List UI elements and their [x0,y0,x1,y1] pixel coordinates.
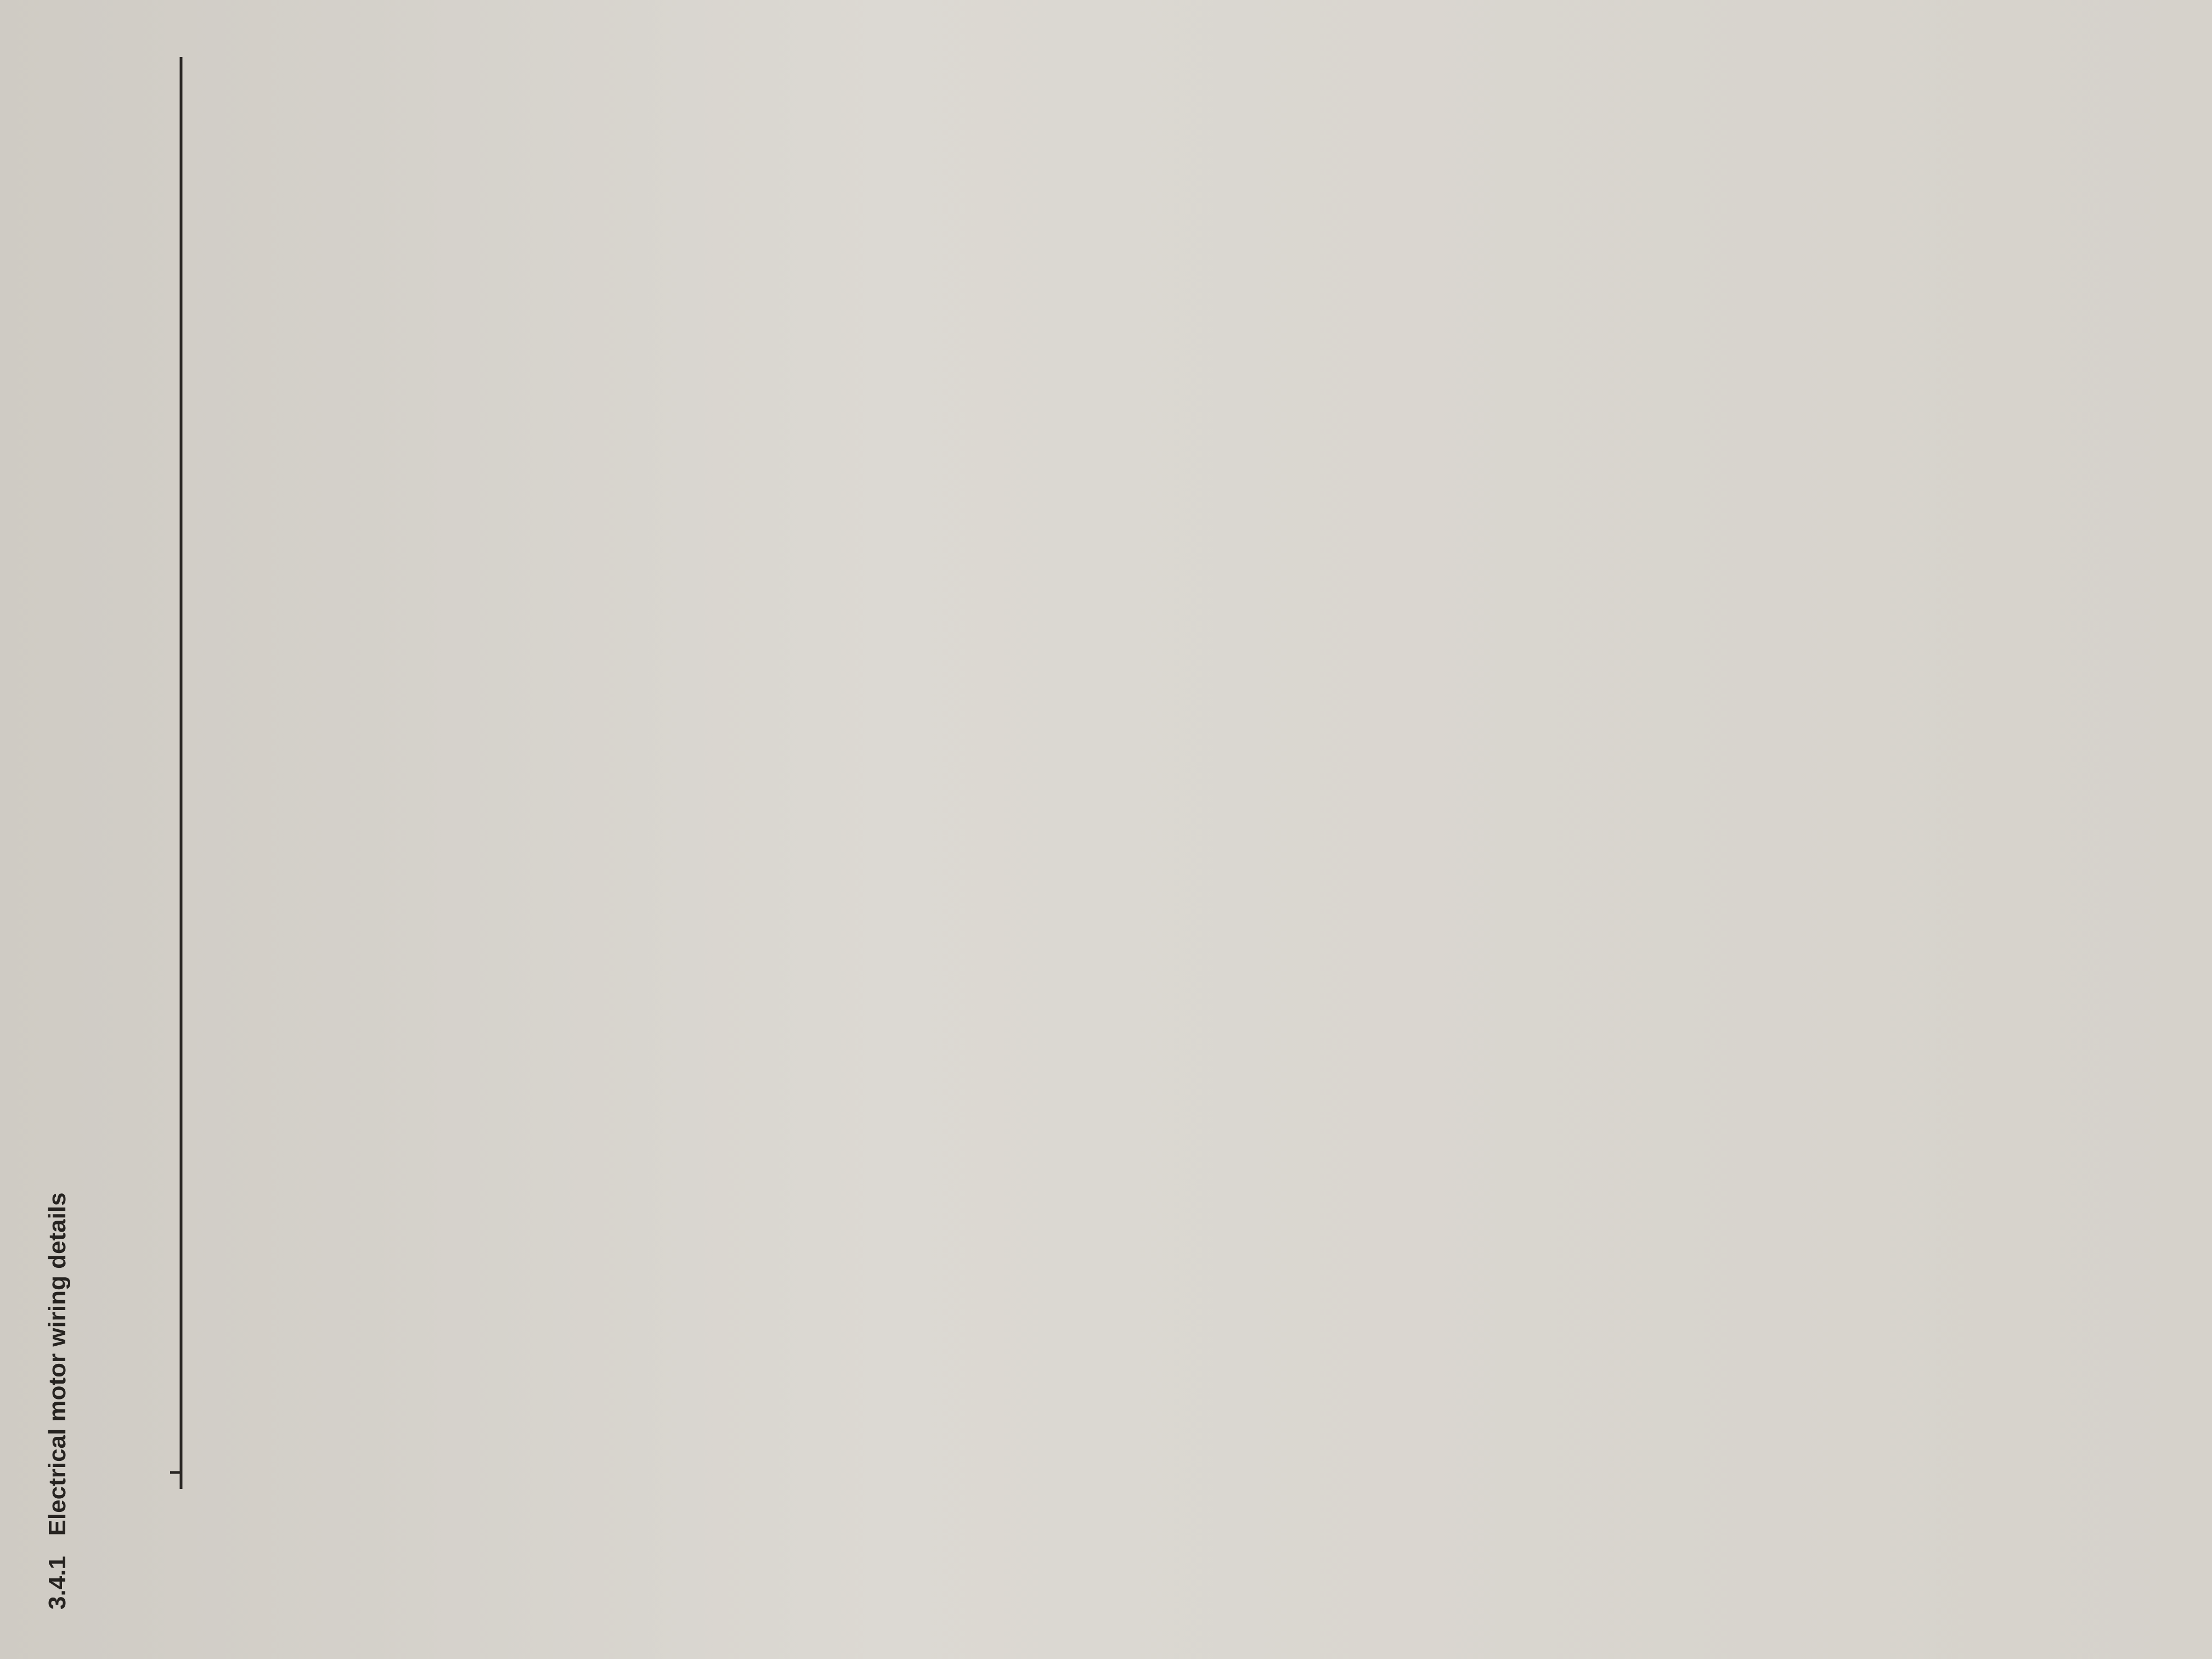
wiring-diagram [170,57,183,1489]
rotated-page-content: 3.4.1 Electrical motor wiring details [44,57,183,1610]
